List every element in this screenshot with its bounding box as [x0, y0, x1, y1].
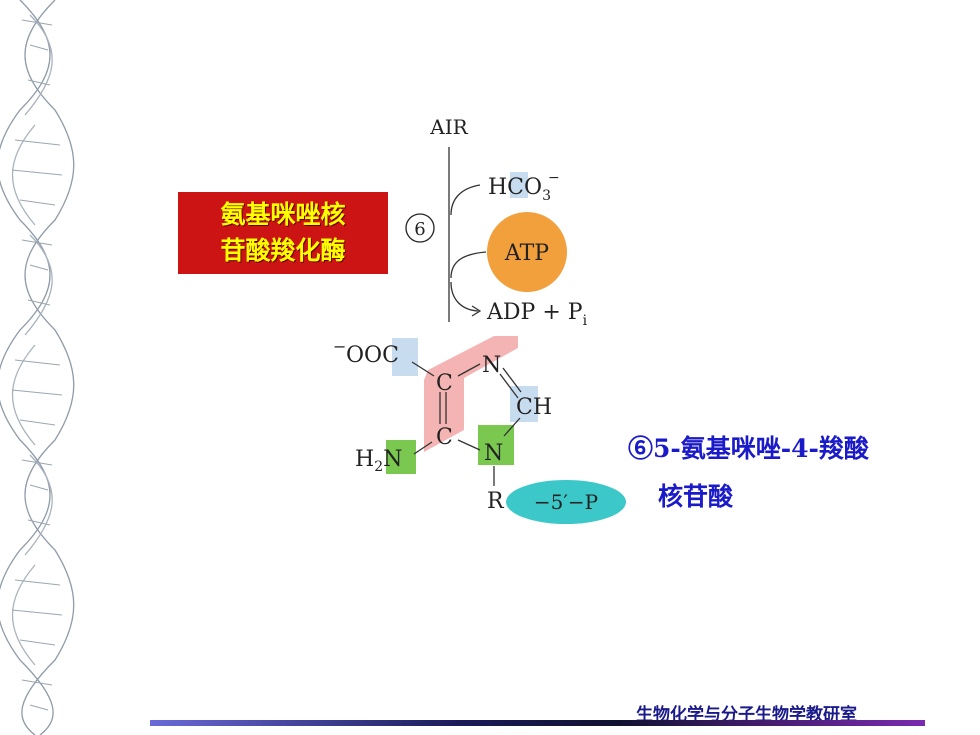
product-name-line1: ⑥5-氨基咪唑-4-羧酸 — [628, 434, 869, 463]
amine-n: N — [383, 447, 402, 472]
amine-n-highlight — [386, 440, 416, 474]
step-number-label: 6 — [414, 219, 425, 240]
atom-ch: CH — [516, 395, 552, 420]
atom-n-top: N — [482, 353, 501, 378]
atp-label: ATP — [504, 241, 549, 266]
atp-circle — [487, 212, 567, 292]
products-arrowhead — [471, 305, 482, 317]
footer-bar — [150, 720, 925, 726]
atp-entry-arrow — [450, 251, 487, 279]
atom-c-bottom: C — [436, 425, 453, 450]
phosphate-label: −5′−P — [534, 490, 598, 514]
cosubstrate-label: HCO3 — [488, 175, 551, 204]
product-name-line2: 核苷酸 — [658, 482, 734, 511]
product-name: ⑥5-氨基咪唑-4-羧酸 核苷酸 — [628, 425, 869, 521]
dna-helix-decoration — [0, 0, 75, 735]
products-exit-arrow — [450, 281, 479, 312]
products-label: ADP + Pi — [486, 300, 588, 329]
products-subscript: i — [583, 313, 588, 329]
cosubstrate-charge: − — [548, 170, 560, 186]
enzyme-label-line2: 苷酸羧化酶 — [220, 236, 346, 265]
structure-bonds — [411, 361, 522, 486]
amine-h: H — [355, 447, 374, 472]
products-text: ADP + P — [486, 300, 583, 325]
cosubstrate-base: HCO — [488, 175, 542, 200]
step-number-circle — [405, 213, 435, 243]
phosphate-oval — [506, 480, 626, 524]
amine-group: H2N — [355, 447, 402, 475]
atom-c-top: C — [436, 371, 453, 396]
cosubstrate-subscript: 3 — [542, 188, 551, 204]
atom-r: R — [487, 489, 505, 514]
substrate-label: AIR — [429, 115, 468, 139]
cosubstrate-entry-arrow — [450, 184, 481, 216]
imidazole-ring-highlight — [424, 336, 518, 452]
enzyme-label: 氨基咪唑核 苷酸羧化酶 — [178, 192, 388, 274]
enzyme-label-line1: 氨基咪唑核 — [220, 200, 346, 229]
carboxylate-label: OOC — [346, 343, 399, 368]
cosubstrate-highlight — [510, 172, 528, 198]
ch-highlight — [510, 386, 538, 422]
carboxylate-carbon-highlight — [392, 338, 418, 376]
atom-n-bottom: N — [484, 441, 503, 466]
carboxylate-charge: − — [333, 337, 346, 356]
amine-subscript: 2 — [374, 459, 383, 475]
